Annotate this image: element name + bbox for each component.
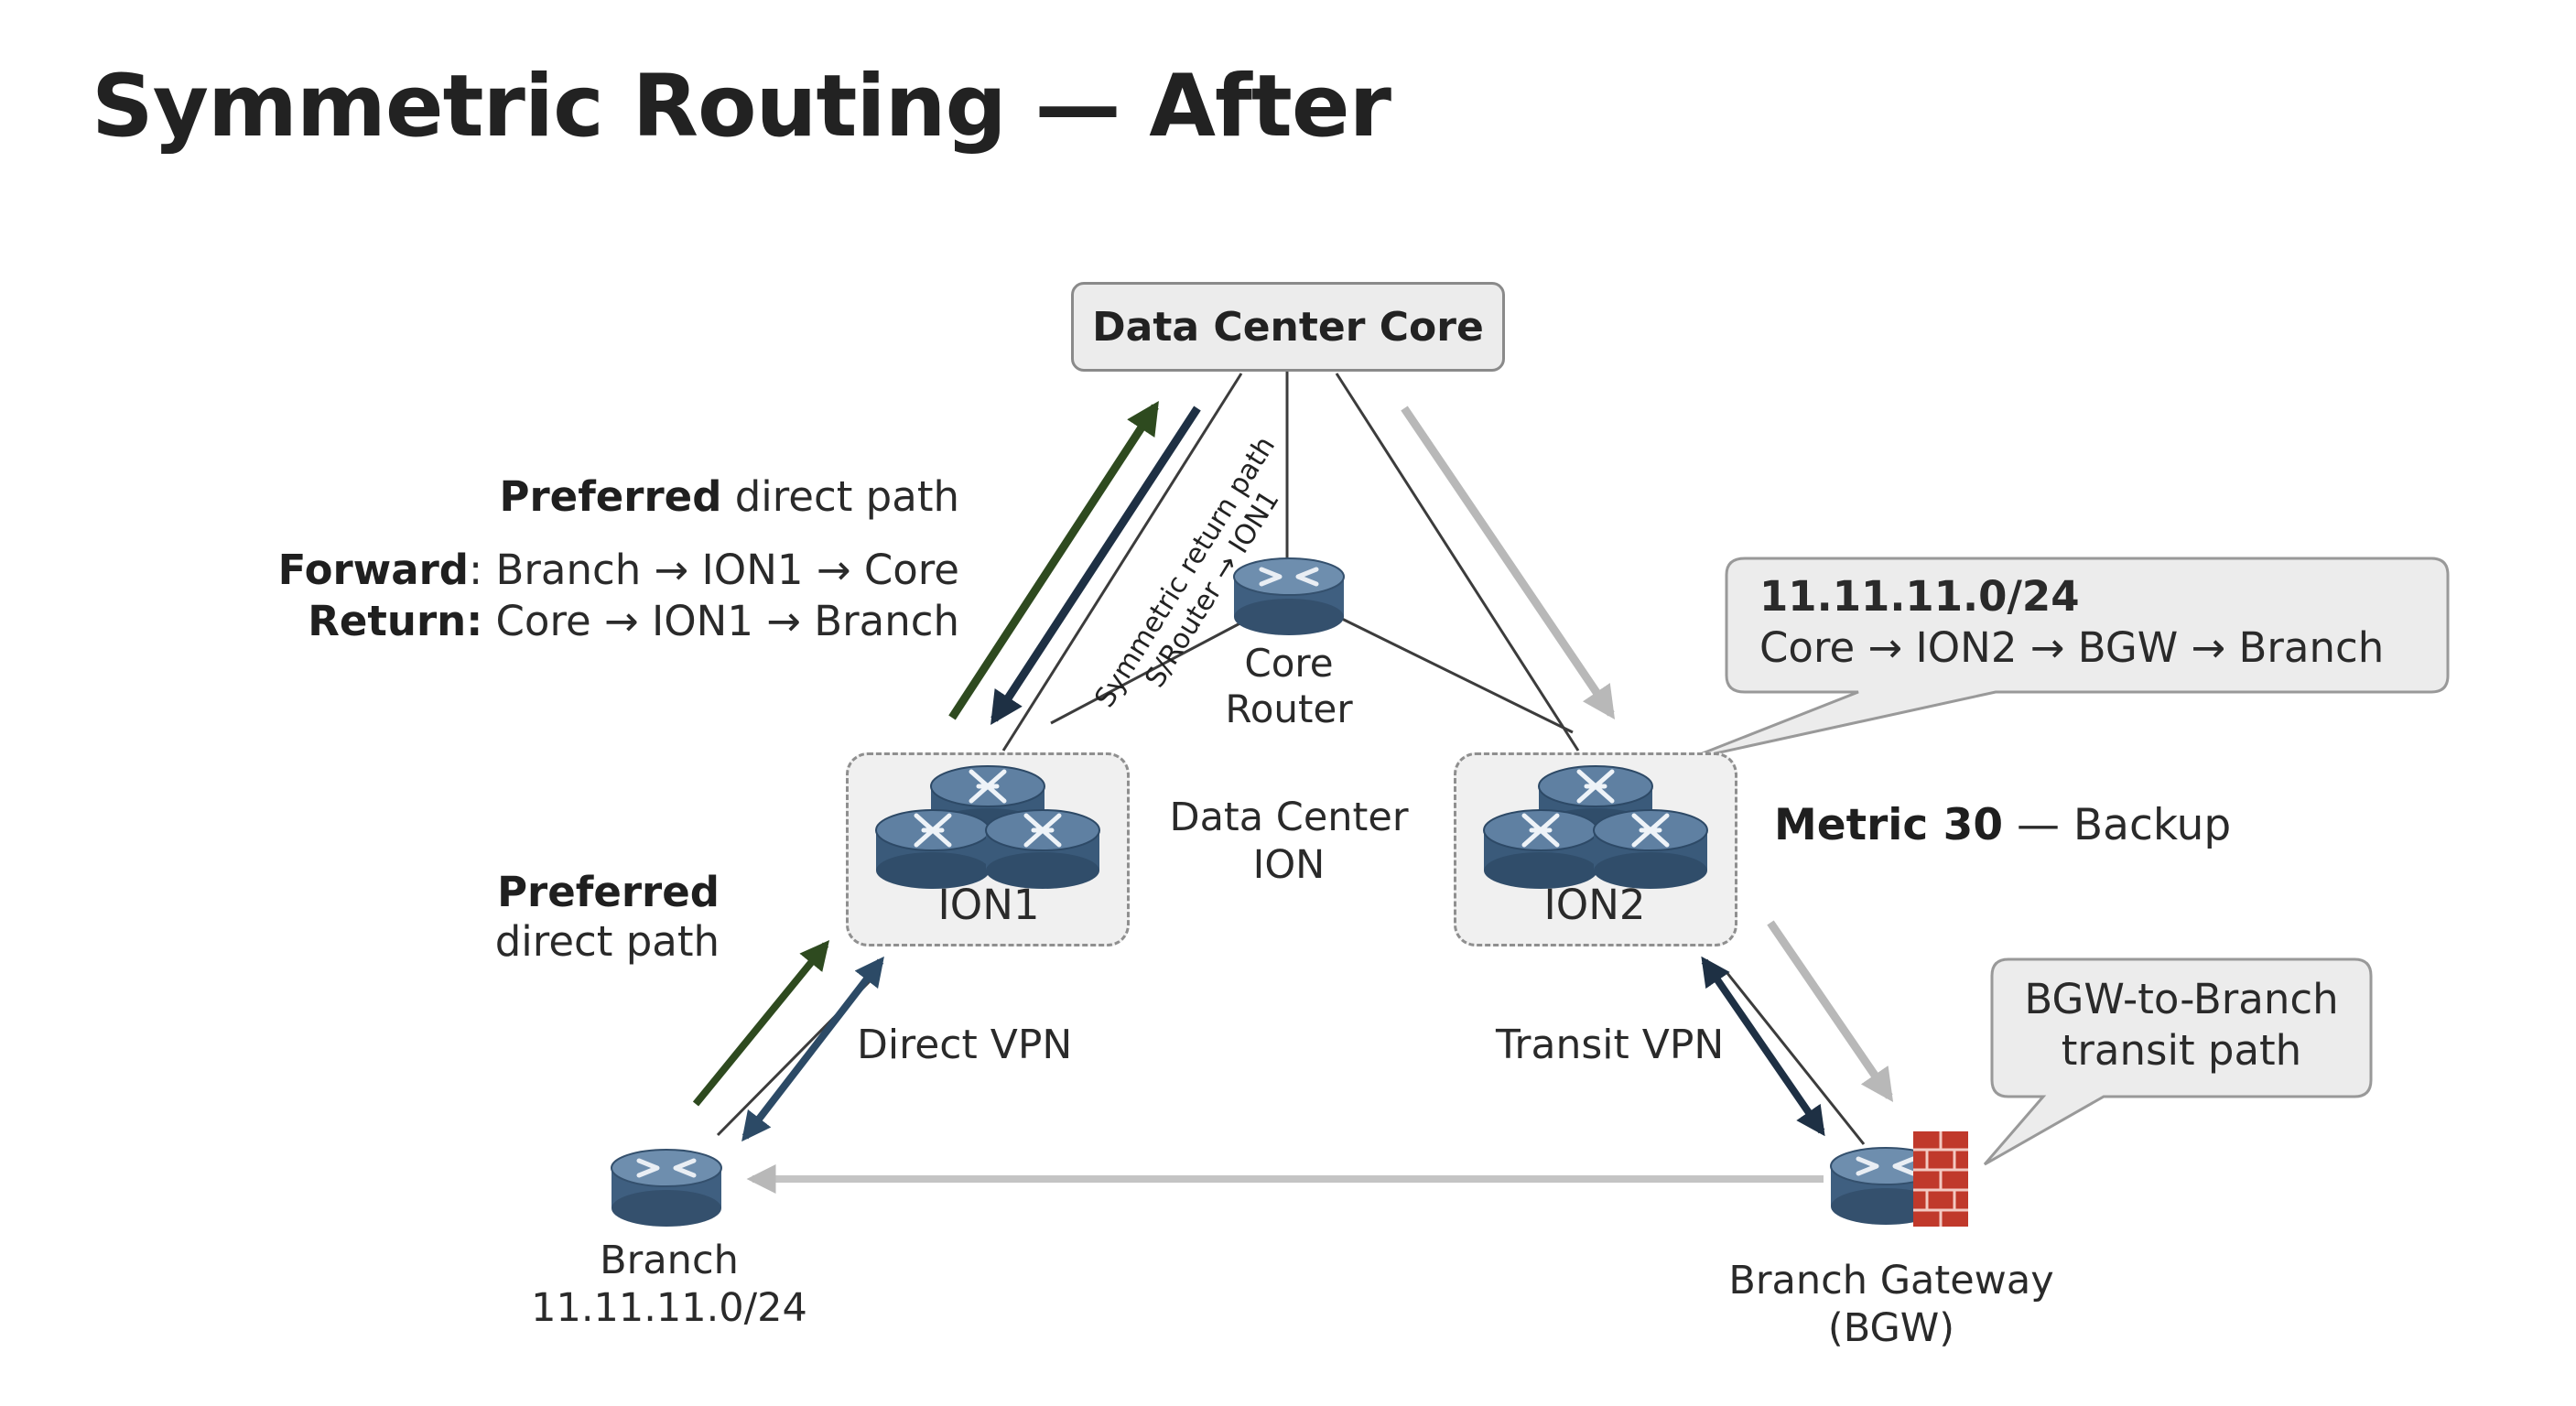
- prefix-callout-text: 11.11.11.0/24 Core → ION2 → BGW → Branch: [1759, 571, 2384, 675]
- firewall-icon: [1913, 1131, 1968, 1227]
- core-router-label: Core Router: [1179, 641, 1399, 733]
- preferred-rest: direct path: [721, 472, 959, 521]
- metric-backup-label: Metric 30 — Backup: [1774, 800, 2231, 851]
- link-ion2-to-bgw: [1725, 971, 1866, 1145]
- ion2-box[interactable]: [1454, 752, 1737, 946]
- link-core-to-ion1: [1001, 373, 1243, 752]
- metric-bold: Metric 30: [1774, 800, 2004, 850]
- bgw-callout: [1983, 957, 2373, 1166]
- core-router-line2: Router: [1225, 687, 1353, 732]
- bgw-callout-line1: BGW-to-Branch: [2024, 975, 2339, 1023]
- ion1-label: ION1: [937, 881, 1040, 929]
- forward-rest: : Branch → ION1 → Core: [469, 546, 959, 594]
- link-core-router-to-ion1: [1050, 617, 1250, 725]
- return-bold: Return:: [308, 597, 483, 645]
- core-router-line1: Core: [1244, 641, 1334, 686]
- page-title: Symmetric Routing — After: [92, 57, 1391, 157]
- core-router-icon[interactable]: [1234, 558, 1344, 635]
- data-center-core-box[interactable]: Data Center Core: [1071, 282, 1505, 372]
- bgw-line1: Branch Gateway: [1728, 1258, 2054, 1303]
- branch-forward-arrow: [692, 940, 830, 1107]
- dc-ion-line2: ION: [1252, 841, 1326, 888]
- backup-core-to-ion2-arrow: [1401, 406, 1616, 719]
- branch-router-icon[interactable]: [612, 1150, 721, 1227]
- branch-line1: Branch: [600, 1238, 739, 1283]
- transit-vpn-arrow: [1701, 956, 1825, 1137]
- link-core-router-to-ion2: [1341, 617, 1574, 734]
- return-route-text: Return: Core → ION1 → Branch: [183, 597, 959, 646]
- dc-ion-line1: Data Center: [1169, 795, 1409, 840]
- backup-ion2-to-bgw-arrow: [1767, 920, 1894, 1102]
- prefix-callout: [1685, 557, 2450, 762]
- transit-vpn-label: Transit VPN: [1496, 1022, 1725, 1068]
- prefix-callout-line1: 11.11.11.0/24: [1759, 572, 2080, 621]
- preferred-left-label: Preferred direct path: [439, 868, 720, 967]
- prefix-callout-line2: Core → ION2 → BGW → Branch: [1759, 623, 2385, 673]
- link-core-to-ion2: [1335, 373, 1580, 752]
- preferred-bold: Preferred: [499, 472, 722, 521]
- bgw-callout-line2: transit path: [2061, 1026, 2302, 1076]
- return-rest: Core → ION1 → Branch: [482, 597, 960, 645]
- direct-vpn-label: Direct VPN: [857, 1022, 1073, 1068]
- data-center-ion-label: Data Center ION: [1133, 795, 1445, 889]
- bgw-line2: (BGW): [1827, 1304, 1955, 1351]
- bgw-label: Branch Gateway (BGW): [1699, 1258, 2084, 1352]
- metric-rest: — Backup: [2003, 800, 2232, 850]
- preferred-left-line2: direct path: [494, 917, 720, 966]
- forward-bold: Forward: [277, 546, 470, 594]
- forward-route-text: Forward: Branch → ION1 → Core: [183, 546, 959, 595]
- preferred-path-heading: Preferred direct path: [366, 472, 960, 522]
- branch-line2: 11.11.11.0/24: [531, 1284, 807, 1331]
- return-path-arrow: [990, 406, 1201, 726]
- data-center-core-label: Data Center Core: [1092, 303, 1484, 351]
- ion2-label: ION2: [1543, 881, 1646, 929]
- preferred-left-line1: Preferred: [497, 868, 720, 916]
- ion1-box[interactable]: [846, 752, 1130, 946]
- branch-label: Branch 11.11.11.0/24: [520, 1238, 818, 1332]
- direct-vpn-arrow: [741, 956, 884, 1142]
- forward-path-arrow: [948, 400, 1159, 720]
- bgw-callout-text: BGW-to-Branch transit path: [1996, 974, 2367, 1077]
